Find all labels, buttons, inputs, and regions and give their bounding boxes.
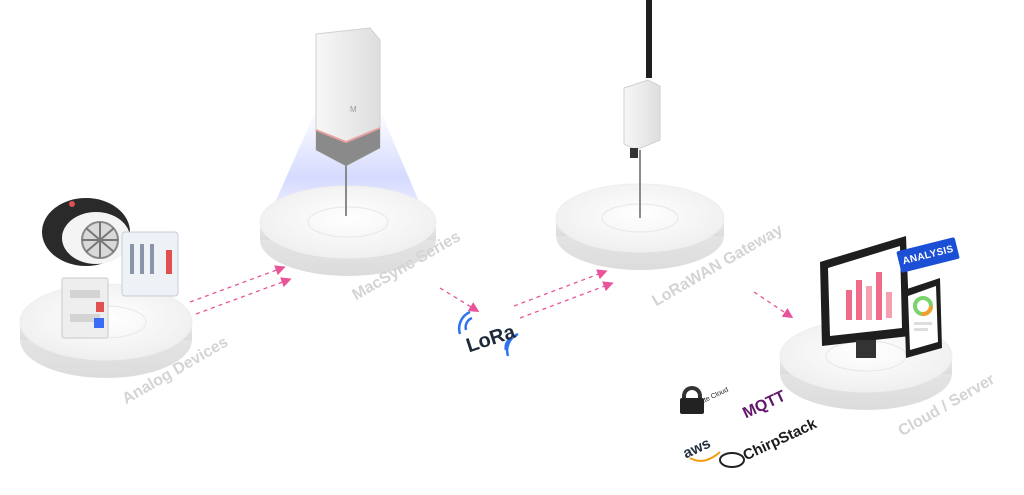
macsync-sensor-icon: M [315, 27, 381, 216]
aws-smile-icon [689, 451, 721, 462]
arrows-lora-gateway [513, 269, 614, 319]
lock-icon [680, 386, 704, 414]
platform-macsync [259, 185, 437, 276]
svg-text:M: M [350, 105, 357, 114]
lora-logo-text: LoRa [463, 320, 519, 358]
lora-waves-icon [457, 310, 519, 357]
arrows-analog-macsync [189, 265, 292, 315]
analog-devices-icon [42, 198, 179, 339]
arrows-gateway-cloud [753, 291, 794, 319]
cloud-dashboard-icon [820, 236, 942, 358]
chirpstack-cloud-icon [719, 452, 745, 468]
arrows-macsync-lora [439, 287, 480, 313]
lora-logo: LoRa [450, 314, 534, 364]
gateway-device-icon [623, 0, 661, 218]
